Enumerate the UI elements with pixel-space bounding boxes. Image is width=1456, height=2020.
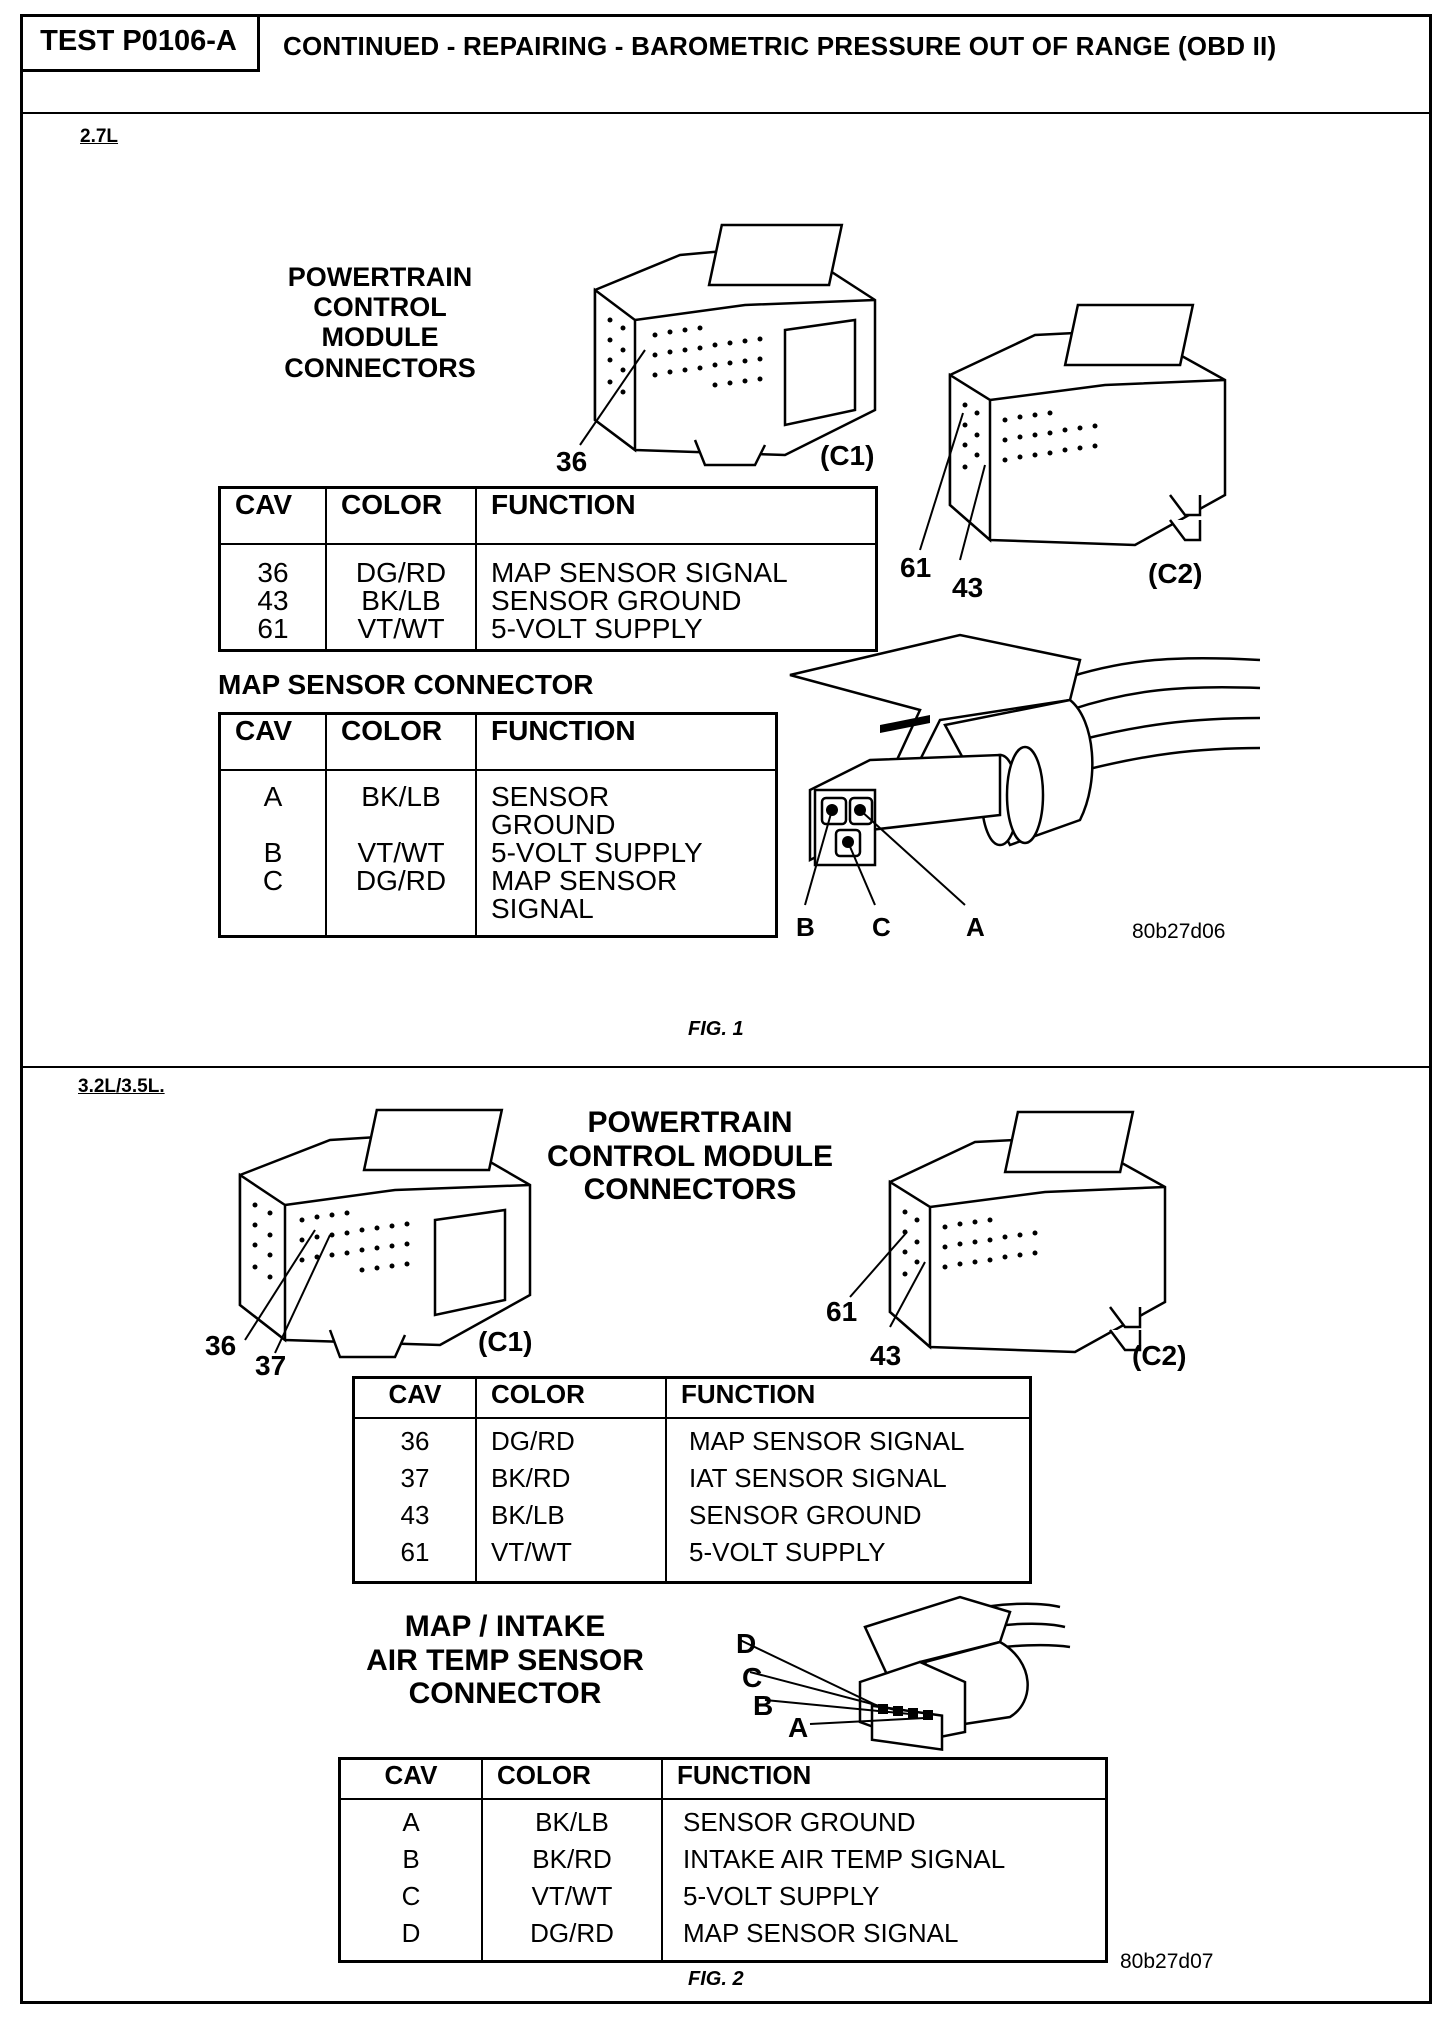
table-cell-cav: 36 43 61 [257,557,289,644]
table-cell-cav: A B C D [401,1807,421,1948]
section-label-3-2l-3-5l: 3.2L/3.5L. [78,1076,165,1097]
header-function: FUNCTION [665,1377,1031,1419]
header-cav: CAV [219,713,326,771]
table-cell-function: SENSOR GROUND 5-VOLT SUPPLY MAP SENSOR S… [475,770,777,937]
header-cav: CAV [339,1758,482,1800]
map-sensor-connector-drawing [770,630,1280,950]
header-function: FUNCTION [475,487,877,545]
map-iat-sensor-connector-title: MAP / INTAKE AIR TEMP SENSOR CONNECTOR [366,1610,644,1711]
figure-1-caption: FIG. 1 [688,1018,744,1040]
header-color: COLOR [325,713,476,771]
table-cell-function: MAP SENSOR SIGNAL SENSOR GROUND 5-VOLT S… [475,544,877,651]
pcm-connectors-title: POWERTRAIN CONTROL MODULE CONNECTORS [546,1106,834,1207]
pcm-pinout-table: CAV COLOR FUNCTION 36 43 61 DG/RD BK/LB … [218,486,878,652]
table-cell-color: BK/LB VT/WT DG/RD [325,770,476,937]
map-pin-b-label: B [796,912,815,942]
pcm-connector-c2-drawing [885,1102,1185,1362]
figure-divider [20,1066,1432,1068]
map-iat-sensor-connector-drawing [760,1592,1090,1742]
header-function: FUNCTION [475,713,777,771]
header-color: COLOR [481,1758,662,1800]
page-title: CONTINUED - REPAIRING - BAROMETRIC PRESS… [283,31,1277,61]
map-sensor-pinout-table: CAV COLOR FUNCTION A B C BK/LB VT/WT DG/… [218,712,778,938]
callout-c2: (C2) [1132,1340,1187,1371]
callout-pin-61: 61 [826,1296,858,1327]
pcm-connector-c1-drawing [230,1095,550,1365]
map-sensor-connector-title: MAP SENSOR CONNECTOR [218,669,594,700]
header-cav: CAV [219,487,326,545]
figure-2-reference: 80b27d07 [1120,1950,1214,1973]
callout-pin-37: 37 [255,1350,287,1381]
map-iat-sensor-pinout-table: CAV COLOR FUNCTION A B C D BK/LB BK/RD V… [338,1757,1108,1963]
table-cell-cav: 36 37 43 61 [400,1426,430,1567]
pcm-pinout-table: CAV COLOR FUNCTION 36 37 43 61 DG/RD BK/… [352,1376,1032,1584]
table-cell-color: DG/RD BK/LB VT/WT [325,544,476,651]
map-pin-a-label: A [788,1712,809,1743]
callout-pin-43: 43 [870,1340,902,1371]
header-color: COLOR [475,1377,666,1419]
callout-c1: (C1) [478,1326,533,1357]
figure-1-reference: 80b27d06 [1132,920,1226,943]
header-color: COLOR [325,487,476,545]
test-id: TEST P0106-A [20,14,260,72]
map-pin-c-label: C [872,912,891,942]
map-pin-a-label: A [966,912,985,942]
pcm-connector-c1-drawing [585,210,895,480]
map-pin-c-label: C [742,1662,763,1693]
map-pin-d-label: D [736,1628,757,1659]
callout-pin-43: 43 [952,572,984,603]
header-divider [20,112,1432,114]
table-cell-color: BK/LB BK/RD VT/WT DG/RD [481,1799,662,1962]
callout-pin-36: 36 [556,446,588,477]
section-label-2-7l: 2.7L [80,126,119,147]
table-cell-color: DG/RD BK/RD BK/LB VT/WT [475,1418,666,1583]
map-pin-b-label: B [753,1690,774,1721]
callout-c2: (C2) [1148,558,1203,589]
table-cell-cav: A B C [262,781,284,896]
pcm-connector-c2-drawing [945,295,1245,555]
figure-2-caption: FIG. 2 [688,1968,744,1990]
page-frame [20,14,1432,2004]
table-cell-function: MAP SENSOR SIGNAL IAT SENSOR SIGNAL SENS… [665,1418,1031,1583]
pcm-connectors-title: POWERTRAIN CONTROL MODULE CONNECTORS [284,262,476,383]
table-cell-function: SENSOR GROUND INTAKE AIR TEMP SIGNAL 5-V… [661,1799,1107,1962]
callout-pin-36: 36 [205,1330,237,1361]
header-cav: CAV [353,1377,476,1419]
callout-c1: (C1) [820,440,875,471]
header-function: FUNCTION [661,1758,1107,1800]
callout-pin-61: 61 [900,552,932,583]
